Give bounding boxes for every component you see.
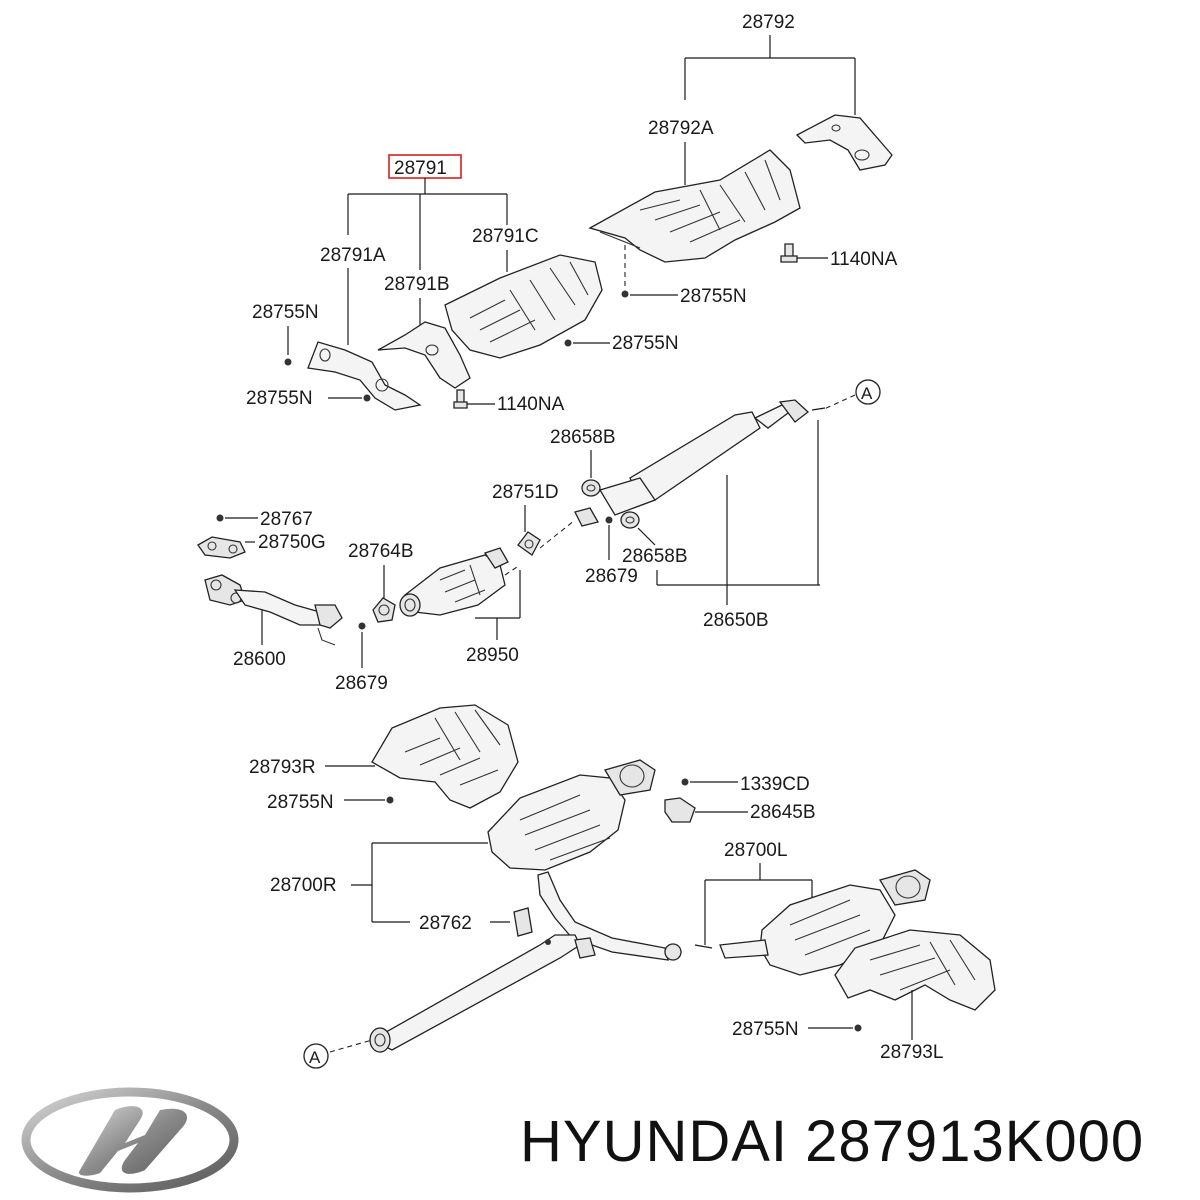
- nut-28755N-icon: [564, 339, 572, 347]
- gasket-28750G-icon: [197, 536, 246, 559]
- label-28755N-f: 28755N: [732, 1019, 799, 1040]
- heat-protector-28791B: [377, 321, 471, 389]
- label-28600: 28600: [233, 649, 286, 670]
- label-28764B: 28764B: [348, 541, 414, 562]
- label-28645B: 28645B: [750, 802, 816, 823]
- label-28658B-a: 28658B: [550, 427, 616, 448]
- nut-28679-icon: [358, 622, 366, 630]
- brand-name: HYUNDAI: [520, 1109, 789, 1174]
- reference-A-bottom: [303, 1043, 329, 1069]
- center-muffler-28650B: [574, 399, 826, 527]
- part-number: 287913K000: [805, 1109, 1145, 1174]
- label-28762: 28762: [419, 913, 472, 934]
- hanger-28645B-icon: [664, 797, 696, 823]
- bolt-1140NA-icon: [780, 243, 798, 263]
- label-28755N-c: 28755N: [252, 302, 319, 323]
- label-28791: 28791: [394, 158, 447, 179]
- hyundai-logo-icon: [21, 1087, 239, 1193]
- hanger-28762-icon: [513, 907, 533, 937]
- label-28750G: 28750G: [258, 532, 326, 553]
- gasket-28764B-icon: [372, 597, 396, 623]
- label-28755N-a: 28755N: [680, 286, 747, 307]
- nut-28679-icon: [605, 516, 613, 524]
- hanger-28658B-bottom-icon: [620, 511, 640, 529]
- label-28679-b: 28679: [335, 673, 388, 694]
- label-28791C: 28791C: [472, 226, 539, 247]
- label-28950: 28950: [466, 645, 519, 666]
- label-28792: 28792: [742, 12, 795, 33]
- label-28792A: 28792A: [648, 118, 714, 139]
- label-28679-a: 28679: [585, 566, 638, 587]
- label-A-bottom: A: [309, 1048, 321, 1067]
- catalytic-converter-28950: [399, 547, 521, 617]
- label-28767: 28767: [260, 509, 313, 530]
- label-1140NA-a: 1140NA: [830, 249, 898, 270]
- y-pipe: [369, 871, 682, 1053]
- heat-protector-28791C: [444, 254, 603, 359]
- label-28755N-b: 28755N: [612, 333, 679, 354]
- nut-28755N-icon: [284, 358, 292, 366]
- label-28700R: 28700R: [270, 875, 337, 896]
- label-28650B: 28650B: [703, 610, 769, 631]
- gasket-28751D-icon: [517, 531, 541, 556]
- heat-protector-28792A-shield: [588, 149, 801, 263]
- label-28793R: 28793R: [249, 757, 316, 778]
- heat-protector-28793L: [834, 929, 996, 1011]
- label-28658B-b: 28658B: [622, 546, 688, 567]
- label-28755N-d: 28755N: [246, 388, 313, 409]
- hanger-28658B-top-icon: [581, 479, 601, 497]
- nut-28767-icon: [216, 514, 224, 522]
- nut-28755N-icon: [854, 1024, 862, 1032]
- label-28700L: 28700L: [724, 840, 787, 861]
- rear-muffler-28700R: [487, 759, 656, 871]
- part-title: HYUNDAI 287913K000: [520, 1108, 1144, 1175]
- nut-28755N-icon: [363, 394, 371, 402]
- label-28755N-e: 28755N: [267, 792, 334, 813]
- bolt-icon: [545, 939, 551, 945]
- front-pipe-28600: [204, 574, 343, 646]
- heat-protector-28793R: [371, 704, 519, 809]
- nut-28755N-icon: [386, 796, 394, 804]
- label-28791B: 28791B: [384, 274, 450, 295]
- bolt-1339CD-icon: [681, 778, 689, 786]
- reference-A-top: [855, 379, 881, 405]
- label-A-top: A: [861, 384, 873, 403]
- heat-protector-28791A: [307, 341, 422, 411]
- label-1140NA-b: 1140NA: [497, 394, 565, 415]
- nut-28755N-icon: [621, 290, 629, 298]
- label-1339CD: 1339CD: [740, 774, 810, 795]
- label-28791A: 28791A: [320, 245, 386, 266]
- bolt-1140NA-icon: [453, 389, 468, 409]
- heat-protector-28792A-bracket: [795, 114, 893, 171]
- label-28793L: 28793L: [880, 1042, 943, 1063]
- label-28751D: 28751D: [492, 482, 559, 503]
